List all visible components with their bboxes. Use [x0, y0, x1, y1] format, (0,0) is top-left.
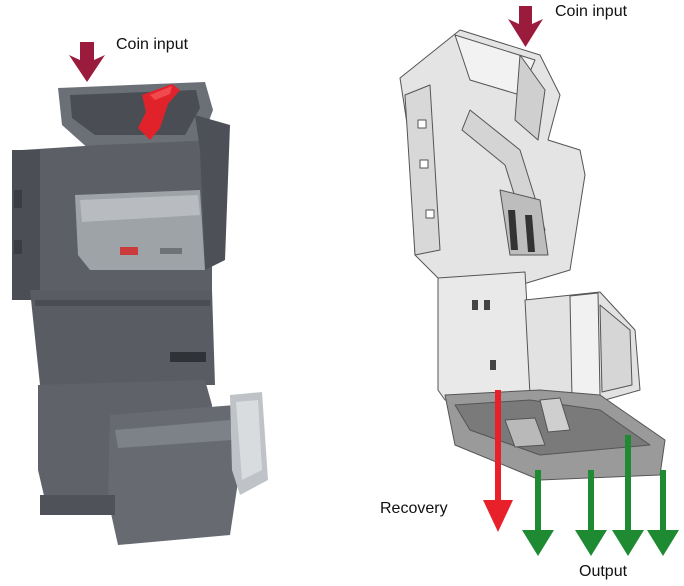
- output-arrows: [522, 435, 679, 556]
- output-arrow-2: [575, 470, 607, 556]
- output-label: Output: [579, 563, 628, 580]
- coin-mech-photo: [12, 82, 268, 545]
- output-arrow-1: [522, 470, 554, 556]
- right-coin-input-arrow: [508, 6, 543, 47]
- left-coin-input-label: Coin input: [116, 36, 189, 53]
- output-arrow-3: [612, 435, 644, 556]
- left-coin-input-arrow: [69, 42, 105, 82]
- recovery-label: Recovery: [380, 500, 448, 517]
- output-arrow-4: [647, 470, 679, 556]
- right-coin-input-label: Coin input: [555, 3, 628, 20]
- recovery-arrow: [483, 390, 513, 532]
- coin-mech-schematic: [399, 29, 666, 481]
